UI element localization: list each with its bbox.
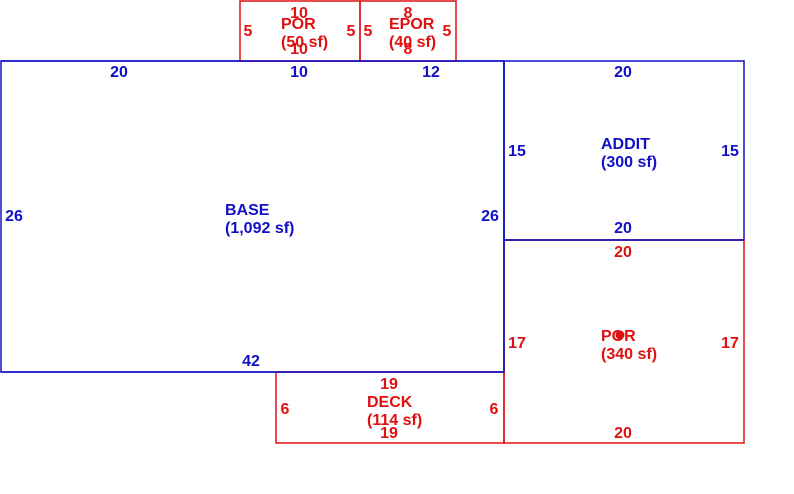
deck-dim-left: 6 [281,401,290,418]
epor-dim-top: 8 [404,5,413,22]
por-top-dim-bottom: 10 [290,41,308,58]
addit-dim-bottom: 20 [614,220,632,237]
por-right-marker [615,330,625,340]
base-dim-top-left: 20 [110,64,128,81]
por-right-dim-bottom: 20 [614,425,632,442]
addit-dim-top: 20 [614,64,632,81]
deck-area: (114 sf) [367,412,422,429]
deck-dim-bottom: 19 [380,425,398,442]
deck-dim-top: 19 [380,376,398,393]
por-right-dim-top: 20 [614,244,632,261]
epor-dim-bottom: 8 [404,41,413,58]
por-right-dim-left: 17 [508,335,526,352]
base-dim-bottom: 42 [242,353,260,370]
deck-label: DECK [367,394,413,411]
addit-label: ADDIT [601,136,650,153]
epor-dim-left: 5 [364,23,373,40]
deck-dim-right: 6 [490,401,499,418]
addit-dim-left: 15 [508,143,526,160]
base-dim-top-right: 12 [422,64,440,81]
por-top-dim-left: 5 [244,23,253,40]
base-dim-left: 26 [5,208,23,225]
por-right-dim-right: 17 [721,335,739,352]
addit-area: (300 sf) [601,154,657,171]
epor-label: EPOR [389,16,435,33]
base-label: BASE [225,202,270,219]
por-top-dim-top: 10 [290,5,308,22]
base-area: (1,092 sf) [225,220,294,237]
epor-dim-right: 5 [443,23,452,40]
por-right-area: (340 sf) [601,346,657,363]
addit-dim-right: 15 [721,143,739,160]
por-top-area: (50 sf) [281,34,328,51]
base-dim-right: 26 [481,208,499,225]
por-top-label: POR [281,16,316,33]
por-top-dim-right: 5 [347,23,356,40]
epor-area: (40 sf) [389,34,436,51]
base-dim-top-mid: 10 [290,64,308,81]
